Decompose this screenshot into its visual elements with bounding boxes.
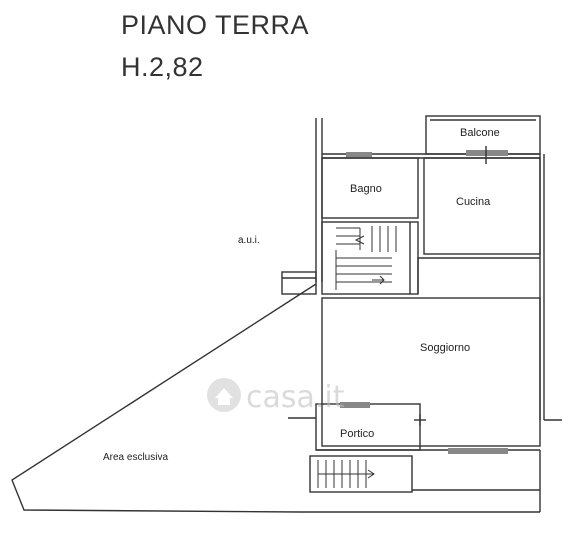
bagno-outline — [321, 157, 419, 219]
room-label-soggiorno: Soggiorno — [420, 342, 470, 354]
aui-threshold — [281, 271, 317, 295]
floor-title: PIANO TERRA — [121, 10, 310, 40]
room-label-bagno: Bagno — [350, 183, 382, 195]
lower-stair-block — [309, 455, 413, 493]
window-cucina — [466, 150, 508, 156]
room-label-aui: a.u.i. — [238, 235, 260, 246]
cucina-outline — [423, 157, 541, 255]
window-bagno — [346, 152, 372, 158]
room-label-cucina: Cucina — [456, 196, 491, 208]
house-icon — [207, 378, 241, 412]
room-label-balcone: Balcone — [460, 127, 500, 139]
soggiorno-wall-top — [417, 257, 540, 294]
window-soggiorno — [340, 402, 370, 408]
window-bottom — [448, 448, 508, 454]
room-label-area-esclusiva: Area esclusiva — [103, 452, 168, 463]
stair-steps — [335, 226, 397, 290]
lower-stair-steps — [317, 460, 375, 488]
watermark-text: casa.it — [246, 380, 345, 415]
watermark: casa.it — [207, 378, 345, 415]
room-label-portico: Portico — [340, 428, 374, 440]
area-esclusiva-boundary — [11, 283, 317, 513]
soggiorno-outline — [321, 297, 541, 447]
ceiling-height-label: H.2,82 — [121, 52, 204, 82]
